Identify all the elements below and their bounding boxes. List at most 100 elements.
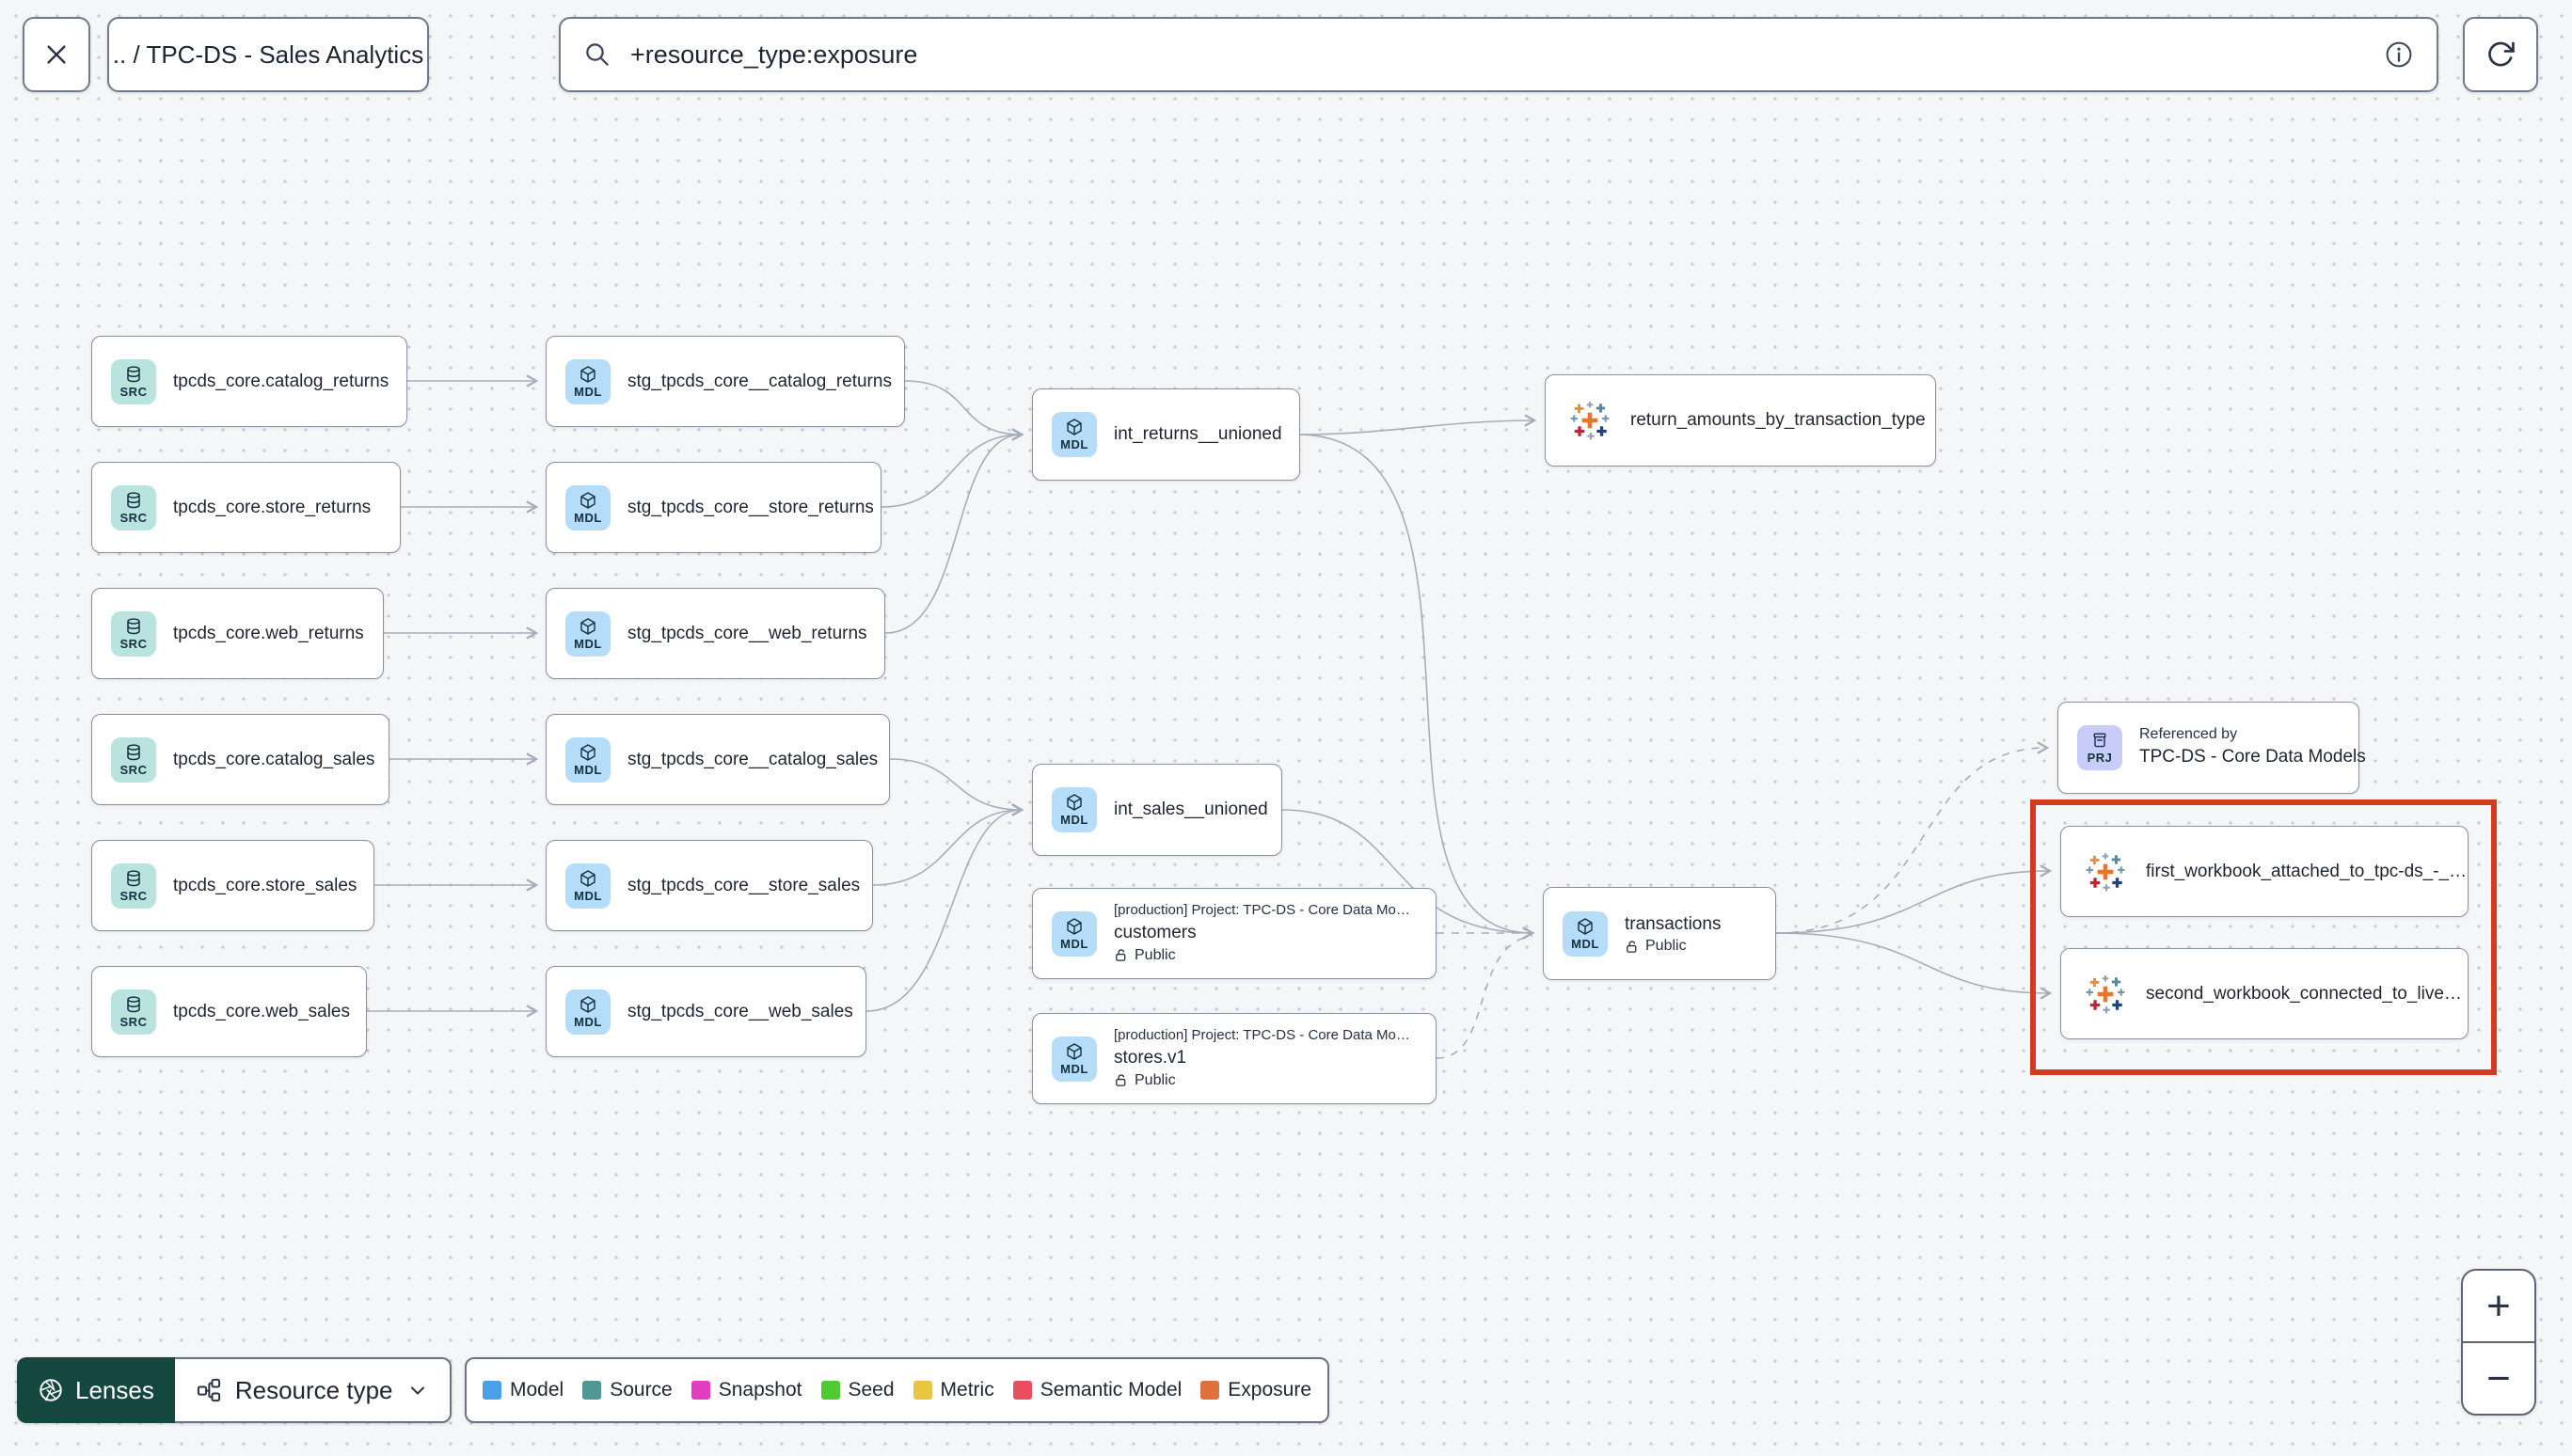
search-bar[interactable]: +resource_type:exposure (559, 17, 2438, 92)
model-badge: MDL (565, 358, 611, 404)
node-label: customers (1114, 923, 1197, 942)
node-label: stores.v1 (1114, 1048, 1187, 1068)
legend-swatch (1012, 1381, 1032, 1400)
cube-icon (580, 995, 595, 1013)
model-badge: MDL (1052, 412, 1097, 457)
archive-box-icon (2093, 733, 2106, 748)
node-label: stg_tpcds_core__store_sales (627, 875, 861, 895)
zoom-controls: + − (2461, 1269, 2536, 1416)
node-label: tpcds_core.store_returns (173, 497, 372, 517)
node-stg-catalog-returns[interactable]: MDL stg_tpcds_core__catalog_returns (546, 336, 905, 427)
cube-icon (580, 491, 595, 509)
legend-item-exposure: Exposure (1200, 1379, 1311, 1401)
legend-swatch (913, 1381, 932, 1400)
model-badge: MDL (565, 989, 611, 1035)
node-label: TPC-DS - Core Data Models (2139, 747, 2366, 768)
legend-item-metric: Metric (913, 1379, 994, 1401)
source-badge: SRC (111, 863, 156, 909)
node-customers[interactable]: MDL [production] Project: TPC-DS - Core … (1032, 888, 1437, 979)
node-stg-store-returns[interactable]: MDL stg_tpcds_core__store_returns (546, 462, 881, 553)
close-button[interactable] (23, 17, 90, 92)
project-badge: PRJ (2077, 725, 2122, 770)
node-stg-web-returns[interactable]: MDL stg_tpcds_core__web_returns (546, 588, 885, 679)
model-badge: MDL (565, 863, 611, 909)
legend-item-source: Source (582, 1379, 673, 1401)
node-project-label: [production] Project: TPC-DS - Core Data… (1114, 902, 1410, 919)
node-label: int_sales__unioned (1114, 799, 1268, 819)
cube-icon (1067, 917, 1082, 935)
node-label: stg_tpcds_core__web_returns (627, 623, 867, 643)
unlock-icon (1116, 1074, 1126, 1087)
source-badge: SRC (111, 484, 156, 530)
node-stores-v1[interactable]: MDL [production] Project: TPC-DS - Core … (1032, 1013, 1437, 1104)
node-src-web-sales[interactable]: SRC tpcds_core.web_sales (91, 966, 367, 1057)
node-stg-web-sales[interactable]: MDL stg_tpcds_core__web_sales (546, 966, 866, 1057)
zoom-in-button[interactable]: + (2463, 1271, 2534, 1343)
database-icon (127, 743, 140, 760)
node-text-column: transactions Public (1625, 911, 1721, 957)
node-label: tpcds_core.catalog_sales (173, 749, 375, 769)
refresh-button[interactable] (2463, 17, 2538, 92)
tableau-icon (1570, 402, 1610, 440)
cube-icon (1067, 419, 1082, 435)
model-badge: MDL (1052, 1036, 1097, 1082)
database-icon (127, 365, 140, 382)
node-int-sales-unioned[interactable]: MDL int_sales__unioned (1032, 764, 1282, 856)
node-label: tpcds_core.catalog_returns (173, 371, 389, 391)
breadcrumb[interactable]: .. / TPC-DS - Sales Analytics (107, 17, 429, 92)
node-src-web-returns[interactable]: SRC tpcds_core.web_returns (91, 588, 384, 679)
info-icon[interactable] (2384, 40, 2414, 70)
database-icon (127, 491, 140, 508)
node-stg-store-sales[interactable]: MDL stg_tpcds_core__store_sales (546, 840, 873, 931)
node-exposure-first-workbook[interactable]: first_workbook_attached_to_tpc-ds_-_… (2060, 826, 2469, 917)
node-transactions[interactable]: MDL transactions Public (1543, 887, 1776, 980)
model-badge: MDL (1052, 910, 1097, 957)
cube-icon (580, 743, 595, 761)
node-int-returns-unioned[interactable]: MDL int_returns__unioned (1032, 388, 1300, 481)
resource-type-dropdown[interactable]: Resource type (174, 1357, 452, 1423)
node-label: second_workbook_connected_to_live… (2146, 983, 2462, 1004)
model-badge: MDL (1052, 787, 1097, 832)
legend-item-seed: Seed (820, 1379, 895, 1401)
node-exposure-second-workbook[interactable]: second_workbook_connected_to_live… (2060, 948, 2469, 1039)
source-badge: SRC (111, 358, 156, 404)
node-src-store-sales[interactable]: SRC tpcds_core.store_sales (91, 840, 374, 931)
tableau-icon (2086, 974, 2125, 1013)
node-label: tpcds_core.web_returns (173, 623, 364, 643)
node-src-catalog-sales[interactable]: SRC tpcds_core.catalog_sales (91, 714, 389, 805)
node-access-row: Public (1114, 1071, 1410, 1090)
node-label: stg_tpcds_core__store_returns (627, 497, 874, 517)
source-badge: SRC (111, 610, 156, 657)
node-label: stg_tpcds_core__catalog_sales (627, 749, 879, 769)
x-icon (47, 45, 66, 64)
zoom-out-button[interactable]: − (2486, 1354, 2511, 1401)
node-referenced-by-project[interactable]: PRJ Referenced by TPC-DS - Core Data Mod… (2057, 702, 2366, 794)
legend-swatch (820, 1381, 840, 1400)
model-badge: MDL (565, 484, 611, 530)
breadcrumb-label: .. / TPC-DS - Sales Analytics (112, 40, 424, 69)
search-input[interactable]: +resource_type:exposure (630, 40, 918, 69)
node-label: int_returns__unioned (1114, 424, 1282, 444)
cube-icon (1578, 917, 1593, 935)
database-icon (127, 617, 140, 634)
node-text-column: Referenced by TPC-DS - Core Data Models (2139, 725, 2366, 770)
unlock-icon (1116, 949, 1126, 962)
node-stg-catalog-sales[interactable]: MDL stg_tpcds_core__catalog_sales (546, 714, 890, 805)
node-src-catalog-returns[interactable]: SRC tpcds_core.catalog_returns (91, 336, 407, 427)
node-exposure-return-amounts[interactable]: return_amounts_by_transaction_type (1545, 374, 1936, 467)
cube-icon (1067, 794, 1082, 811)
resource-type-label: Resource type (234, 1375, 393, 1404)
node-src-store-returns[interactable]: SRC tpcds_core.store_returns (91, 462, 401, 553)
cube-icon (580, 617, 595, 635)
node-subtitle: Referenced by (2139, 726, 2238, 743)
legend-swatch (582, 1381, 602, 1400)
node-access-row: Public (1625, 937, 1721, 956)
node-access-row: Public (1114, 946, 1410, 965)
node-label: return_amounts_by_transaction_type (1630, 410, 1926, 430)
search-icon (586, 43, 609, 66)
database-icon (127, 995, 140, 1012)
legend-swatch (1200, 1381, 1220, 1400)
lenses-button[interactable]: Lenses (17, 1357, 175, 1423)
